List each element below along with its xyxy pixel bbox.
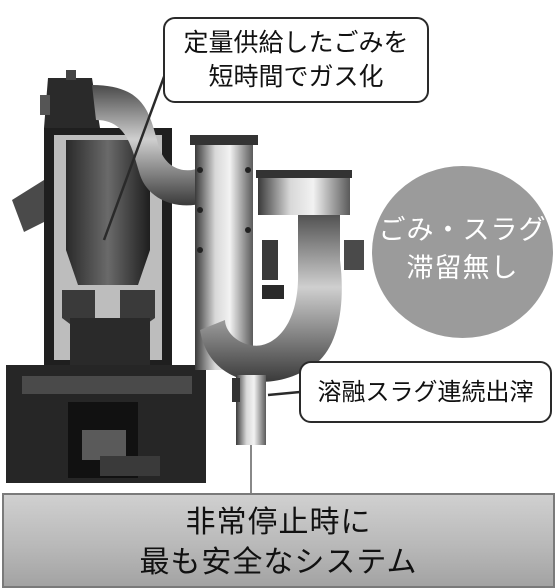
slag-discharge-pipe [232, 375, 266, 495]
slag-discharge-callout-text: 溶融スラグ連続出滓 [317, 378, 534, 406]
no-retention-badge-line2: 滞留無し [406, 253, 519, 284]
gasification-callout: 定量供給したごみを 短時間でガス化 [163, 17, 429, 103]
callout-right-pointer [267, 390, 301, 397]
callout-top-pointer [102, 54, 174, 241]
secondary-chamber [200, 170, 364, 382]
safety-banner-line2: 最も安全なシステム [139, 545, 418, 580]
no-retention-badge: ごみ・スラグ 滞留無し [372, 166, 553, 338]
safety-banner: 非常停止時に 最も安全なシステム [2, 493, 555, 588]
slag-discharge-callout: 溶融スラグ連続出滓 [299, 361, 552, 423]
furnace-base [6, 365, 206, 483]
no-retention-badge-line1: ごみ・スラグ [378, 215, 547, 246]
gasification-callout-line1: 定量供給したごみを [183, 28, 409, 57]
gasification-callout-line2: 短時間でガス化 [208, 62, 384, 91]
safety-banner-line1: 非常停止時に [185, 505, 372, 540]
